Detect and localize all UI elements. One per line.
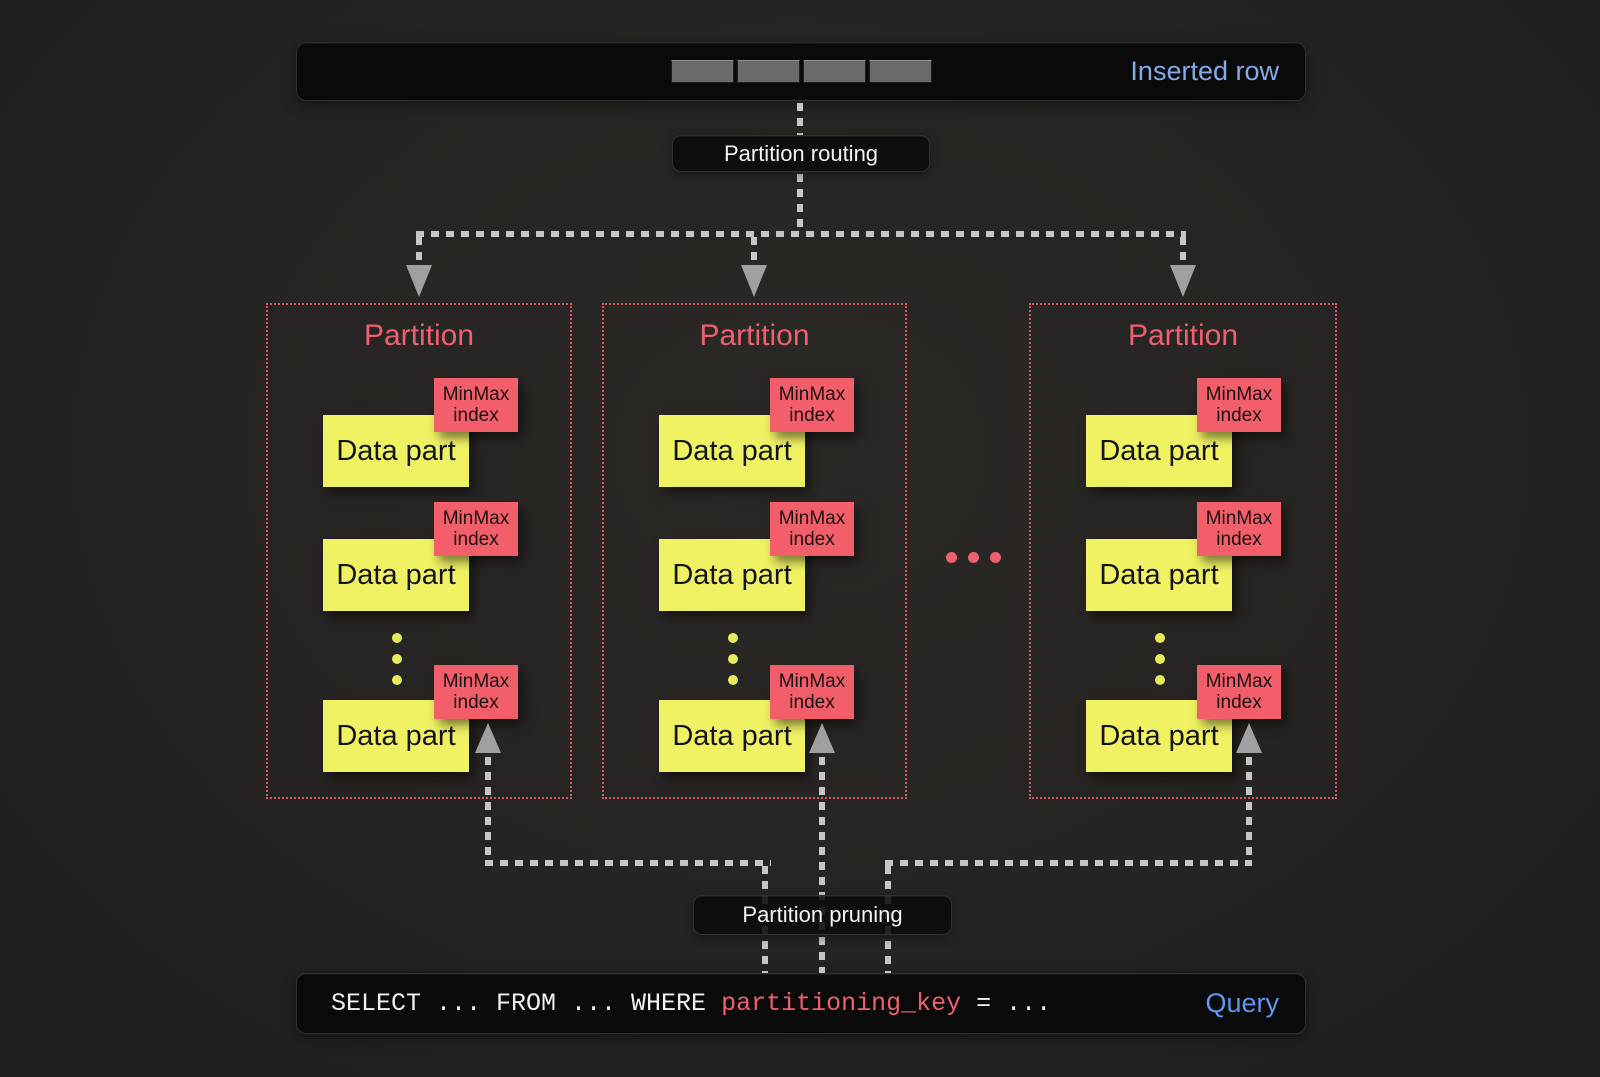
pruning-connector-left-vertical (485, 757, 491, 866)
vertical-ellipsis-dot (392, 675, 402, 685)
minmax-line2: index (789, 405, 835, 426)
vertical-ellipsis-dot (1155, 654, 1165, 664)
data-part-box: Data part (323, 539, 469, 611)
minmax-line1: MinMax (442, 671, 510, 692)
data-part-box: Data part (1086, 700, 1232, 772)
minmax-line2: index (1216, 529, 1262, 550)
minmax-line1: MinMax (1205, 508, 1273, 529)
branch-drop-left (416, 237, 422, 265)
query-partitioning-key: partitioning_key (721, 989, 962, 1018)
arrow-up-middle-icon (809, 723, 835, 753)
minmax-line1: MinMax (778, 671, 846, 692)
minmax-index-box: MinMax index (1197, 378, 1281, 432)
minmax-index-box: MinMax index (1197, 502, 1281, 556)
partition-pruning-label: Partition pruning (693, 895, 952, 935)
routing-connector-bottom (797, 174, 803, 234)
arrow-down-right-icon (1170, 265, 1196, 297)
branch-drop-right (1180, 237, 1186, 265)
vertical-ellipsis-dot (728, 633, 738, 643)
routing-connector-top (797, 103, 803, 135)
minmax-index-box: MinMax index (770, 378, 854, 432)
partition-title: Partition (1127, 319, 1239, 352)
data-part-box: Data part (1086, 539, 1232, 611)
data-part-box: Data part (323, 700, 469, 772)
routing-branch-line (416, 231, 1186, 237)
minmax-index-box: MinMax index (770, 502, 854, 556)
inserted-row-bar: Inserted row (296, 42, 1306, 101)
minmax-index-box: MinMax index (434, 378, 518, 432)
branch-drop-middle (751, 237, 757, 265)
vertical-ellipsis-dot (392, 654, 402, 664)
minmax-index-box: MinMax index (434, 502, 518, 556)
partition-box-middle: Partition MinMax index Data part MinMax … (602, 303, 907, 799)
row-cell (671, 60, 734, 83)
partition-box-right: Partition MinMax index Data part MinMax … (1029, 303, 1337, 799)
row-cell (803, 60, 866, 83)
pruning-connector-left-horizontal (485, 860, 771, 866)
vertical-ellipsis-dot (1155, 675, 1165, 685)
inserted-row-cells (671, 60, 932, 83)
arrow-down-middle-icon (741, 265, 767, 297)
minmax-line2: index (789, 529, 835, 550)
minmax-index-box: MinMax index (770, 665, 854, 719)
minmax-line2: index (453, 529, 499, 550)
query-label: Query (1205, 988, 1279, 1018)
minmax-line2: index (453, 692, 499, 713)
query-sql-text: SELECT ... FROM ... WHERE partitioning_k… (331, 974, 1051, 1033)
partition-routing-label: Partition routing (672, 135, 930, 172)
partition-box-left: Partition MinMax index Data part MinMax … (266, 303, 572, 799)
minmax-line1: MinMax (442, 384, 510, 405)
minmax-line1: MinMax (778, 384, 846, 405)
partition-title: Partition (363, 319, 475, 352)
arrow-up-left-icon (475, 723, 501, 753)
minmax-line2: index (789, 692, 835, 713)
vertical-ellipsis-dot (1155, 633, 1165, 643)
vertical-ellipsis-dot (728, 654, 738, 664)
row-cell (869, 60, 932, 83)
partition-ellipsis-dot (968, 552, 979, 563)
arrow-up-right-icon (1236, 723, 1262, 753)
minmax-line2: index (453, 405, 499, 426)
minmax-line1: MinMax (1205, 671, 1273, 692)
minmax-index-box: MinMax index (1197, 665, 1281, 719)
partition-title: Partition (699, 319, 810, 352)
row-cell (737, 60, 800, 83)
inserted-row-label: Inserted row (1130, 56, 1279, 86)
pruning-connector-right-horizontal (885, 860, 1252, 866)
arrow-down-left-icon (406, 265, 432, 297)
query-bar: SELECT ... FROM ... WHERE partitioning_k… (296, 973, 1306, 1034)
minmax-line1: MinMax (778, 508, 846, 529)
vertical-ellipsis-dot (728, 675, 738, 685)
partition-ellipsis-dot (990, 552, 1001, 563)
minmax-line1: MinMax (442, 508, 510, 529)
query-segment-before: SELECT ... FROM ... WHERE (331, 989, 722, 1018)
minmax-index-box: MinMax index (434, 665, 518, 719)
minmax-line2: index (1216, 405, 1262, 426)
pruning-connector-middle-vertical (819, 757, 825, 973)
partition-ellipsis-dot (946, 552, 957, 563)
vertical-ellipsis-dot (392, 633, 402, 643)
minmax-line1: MinMax (1205, 384, 1273, 405)
minmax-line2: index (1216, 692, 1262, 713)
pruning-connector-right-vertical (1246, 757, 1252, 866)
query-segment-after: = ... (961, 989, 1052, 1018)
